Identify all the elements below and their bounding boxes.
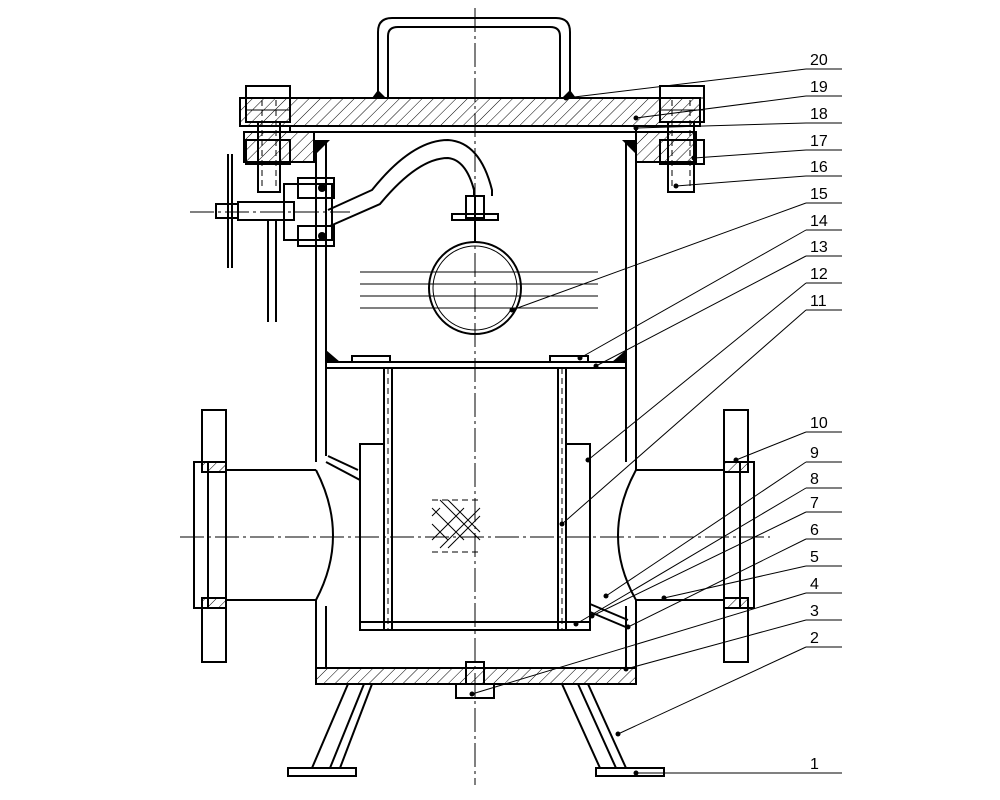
leader-17: 17	[691, 133, 842, 161]
part-label: 11	[810, 293, 827, 310]
leader-19: 19	[633, 79, 842, 121]
leader-7: 7	[589, 495, 842, 619]
leader-6: 6	[625, 522, 842, 630]
leader-11: 11	[559, 293, 842, 527]
part-label: 13	[810, 239, 828, 256]
leader-8: 8	[573, 471, 842, 627]
float-valve	[327, 138, 522, 335]
side-valve	[215, 154, 335, 322]
part-label: 4	[810, 576, 819, 593]
leader-16: 16	[673, 159, 842, 189]
part-label: 9	[810, 445, 819, 462]
leader-18: 18	[633, 106, 842, 131]
leader-3: 3	[623, 603, 842, 672]
part-label: 18	[810, 106, 828, 123]
leader-4: 4	[469, 576, 842, 697]
center-lines	[180, 8, 770, 785]
bottom-plate	[315, 661, 637, 699]
part-label: 15	[810, 186, 828, 203]
right-bolt-assembly	[659, 85, 705, 193]
mesh-pattern	[431, 499, 481, 553]
leader-1: 1	[633, 756, 842, 776]
liquid-level-lines	[360, 271, 598, 309]
leader-20: 20	[563, 52, 842, 101]
part-label: 20	[810, 52, 828, 69]
part-label: 16	[810, 159, 828, 176]
part-label: 1	[810, 756, 819, 773]
part-label: 3	[810, 603, 819, 620]
partition-plate	[325, 350, 627, 369]
part-label: 19	[810, 79, 828, 96]
leader-9: 9	[603, 445, 842, 599]
part-label: 8	[810, 471, 819, 488]
part-label: 5	[810, 549, 819, 566]
leader-14: 14	[577, 213, 842, 361]
filter-basket	[359, 368, 591, 631]
part-label: 12	[810, 266, 828, 283]
leader-5: 5	[661, 549, 842, 601]
lifting-handle	[372, 17, 576, 98]
leader-2: 2	[615, 630, 842, 737]
outlet-pipe	[589, 409, 755, 663]
part-label: 2	[810, 630, 819, 647]
part-label: 7	[810, 495, 819, 512]
left-bolt-assembly	[245, 85, 291, 193]
part-label: 10	[810, 415, 828, 432]
support-legs	[287, 683, 665, 777]
leader-10: 10	[733, 415, 842, 463]
part-label: 17	[810, 133, 828, 150]
leader-12: 12	[585, 266, 842, 463]
part-label: 14	[810, 213, 828, 230]
inlet-pipe	[193, 409, 361, 663]
top-cover	[239, 97, 701, 133]
leader-15: 15	[509, 186, 842, 313]
part-label: 6	[810, 522, 819, 539]
body-flange	[243, 131, 697, 163]
leader-13: 13	[593, 239, 842, 369]
